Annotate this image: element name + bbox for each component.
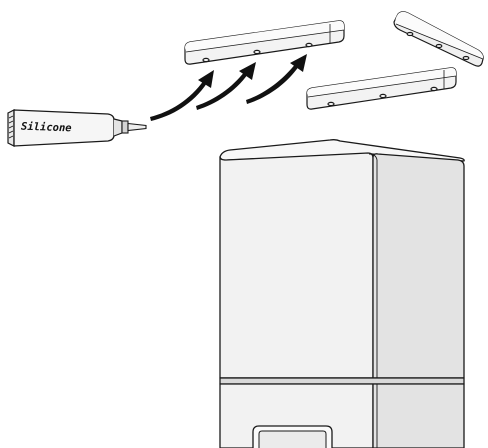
tube-label: Silicone bbox=[21, 121, 72, 135]
cabinet-upper-unit bbox=[220, 140, 464, 378]
cabinet-lower-unit bbox=[220, 378, 464, 448]
strip-middle-right bbox=[307, 68, 456, 109]
arrow-icon-group bbox=[150, 54, 307, 121]
strip-front-left bbox=[185, 21, 344, 64]
curved-arrow-icon bbox=[150, 70, 214, 121]
strip-back-right bbox=[394, 12, 483, 66]
curved-arrow-icon bbox=[246, 54, 307, 104]
silicone-tube: Silicone bbox=[8, 110, 146, 146]
handle-cutout bbox=[253, 426, 332, 448]
